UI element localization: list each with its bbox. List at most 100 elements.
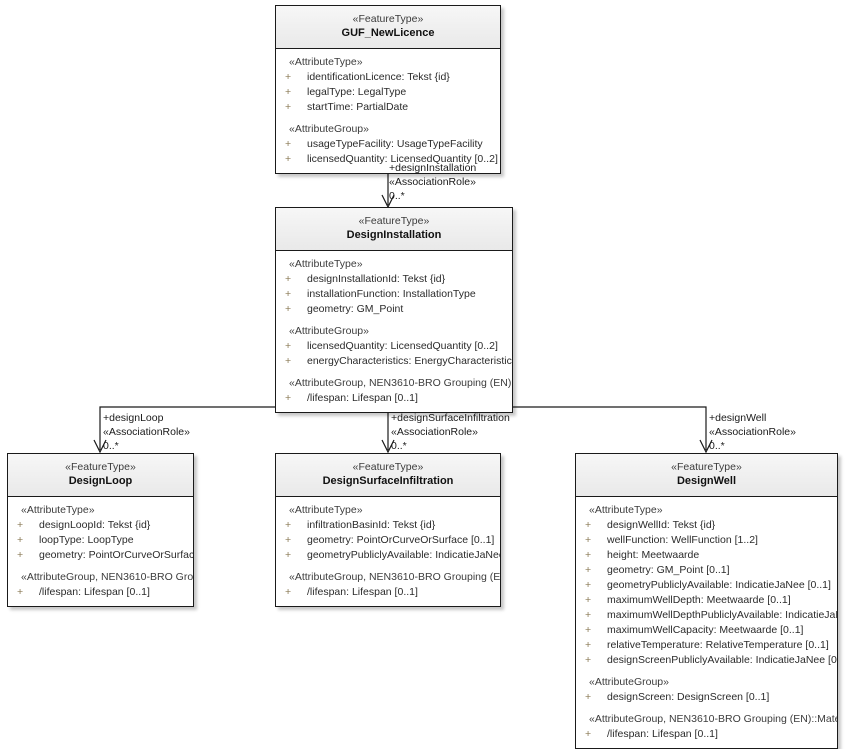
attribute-label: geometry: GM_Point [0..1] (607, 564, 730, 576)
visibility-marker: + (17, 534, 24, 546)
attribute-label: licensedQuantity: LicensedQuantity [0..2… (307, 340, 498, 352)
attribute-row[interactable]: + /lifespan: Lifespan [0..1] (276, 391, 512, 406)
visibility-marker: + (585, 624, 592, 636)
visibility-marker: + (585, 728, 592, 740)
attribute-group-heading: «AttributeGroup» (289, 123, 369, 135)
class-box-design-installation[interactable]: «FeatureType» DesignInstallation «Attrib… (275, 207, 513, 413)
attribute-row[interactable]: + geometry: PointOrCurveOrSurface [0..1] (276, 533, 500, 548)
visibility-marker: + (285, 288, 292, 300)
connector-multiplicity-label: 0..* (103, 440, 119, 452)
visibility-marker: + (285, 586, 292, 598)
attribute-row[interactable]: + height: Meetwaarde (576, 548, 837, 563)
class-stereotype: «FeatureType» (352, 13, 424, 25)
attribute-label: loopType: LoopType (39, 534, 134, 546)
attribute-row[interactable]: + /lifespan: Lifespan [0..1] (276, 585, 500, 600)
attribute-label: maximumWellDepthPubliclyAvailable: Indic… (607, 609, 837, 621)
attribute-row[interactable]: + /lifespan: Lifespan [0..1] (576, 727, 837, 742)
visibility-marker: + (285, 273, 292, 285)
attribute-label: /lifespan: Lifespan [0..1] (39, 586, 150, 598)
attribute-row[interactable]: + maximumWellCapacity: Meetwaarde [0..1] (576, 623, 837, 638)
visibility-marker: + (285, 86, 292, 98)
attribute-label: maximumWellCapacity: Meetwaarde [0..1] (607, 624, 804, 636)
class-header-design-installation: «FeatureType» DesignInstallation (276, 208, 512, 251)
attribute-row[interactable]: + startTime: PartialDate (276, 100, 500, 115)
attribute-label: /lifespan: Lifespan [0..1] (307, 392, 418, 404)
class-stereotype: «FeatureType» (352, 461, 424, 473)
attribute-row[interactable]: + identificationLicence: Tekst {id} (276, 70, 500, 85)
attribute-group-heading: «AttributeType» (289, 258, 363, 270)
attribute-row[interactable]: + energyCharacteristics: EnergyCharacter… (276, 354, 512, 369)
attribute-row[interactable]: + infiltrationBasinId: Tekst {id} (276, 518, 500, 533)
class-box-design-loop[interactable]: «FeatureType» DesignLoop «AttributeType»… (7, 453, 194, 607)
attribute-row[interactable]: + loopType: LoopType (8, 533, 193, 548)
class-header-design-well: «FeatureType» DesignWell (576, 454, 837, 497)
connector-role-label: +designInstallation (389, 162, 477, 174)
visibility-marker: + (585, 534, 592, 546)
attribute-row[interactable]: + designScreenPubliclyAvailable: Indicat… (576, 653, 837, 668)
attribute-row[interactable]: + installationFunction: InstallationType (276, 287, 512, 302)
attribute-group-heading: «AttributeType» (21, 504, 95, 516)
attribute-group-heading: «AttributeGroup» (289, 325, 369, 337)
class-name: DesignWell (676, 475, 737, 487)
attribute-label: geometryPubliclyAvailable: IndicatieJaNe… (607, 579, 831, 591)
visibility-marker: + (585, 654, 592, 666)
class-box-guf-newlicence[interactable]: «FeatureType» GUF_NewLicence «AttributeT… (275, 5, 501, 174)
visibility-marker: + (285, 355, 292, 367)
attribute-row[interactable]: + usageTypeFacility: UsageTypeFacility (276, 137, 500, 152)
attribute-row[interactable]: + designLoopId: Tekst {id} (8, 518, 193, 533)
attribute-label: height: Meetwaarde (607, 549, 700, 561)
class-name: DesignInstallation (346, 229, 442, 241)
attribute-row[interactable]: + designInstallationId: Tekst {id} (276, 272, 512, 287)
visibility-marker: + (285, 392, 292, 404)
connector-role-label: +designWell (709, 412, 767, 424)
class-body-design-well: «AttributeType» + designWellId: Tekst {i… (576, 497, 837, 748)
class-header-design-surface-infiltration: «FeatureType» DesignSurfaceInfiltration (276, 454, 500, 497)
attribute-label: maximumWellDepth: Meetwaarde [0..1] (607, 594, 791, 606)
attribute-label: wellFunction: WellFunction [1..2] (607, 534, 758, 546)
attribute-row[interactable]: + geometry: GM_Point [0..1] (576, 563, 837, 578)
attribute-row[interactable]: + geometry: PointOrCurveOrSurface [0..1] (8, 548, 193, 563)
attribute-label: designScreenPubliclyAvailable: Indicatie… (607, 654, 837, 666)
visibility-marker: + (285, 101, 292, 113)
visibility-marker: + (585, 519, 592, 531)
visibility-marker: + (585, 639, 592, 651)
class-stereotype: «FeatureType» (65, 461, 136, 473)
class-name: GUF_NewLicence (341, 27, 435, 39)
attribute-row[interactable]: + designWellId: Tekst {id} (576, 518, 837, 533)
attribute-row[interactable]: + geometry: GM_Point (276, 302, 512, 317)
attribute-row[interactable]: + designScreen: DesignScreen [0..1] (576, 690, 837, 705)
connector-stereotype-label: «AssociationRole» (391, 426, 478, 438)
attribute-row[interactable]: + relativeTemperature: RelativeTemperatu… (576, 638, 837, 653)
attribute-row[interactable]: + licensedQuantity: LicensedQuantity [0.… (276, 339, 512, 354)
attribute-row[interactable]: + legalType: LegalType (276, 85, 500, 100)
visibility-marker: + (17, 549, 24, 561)
visibility-marker: + (285, 340, 292, 352)
attribute-group-heading: «AttributeGroup, NEN3610-BRO Grouping (E… (589, 713, 837, 725)
attribute-row[interactable]: + maximumWellDepthPubliclyAvailable: Ind… (576, 608, 837, 623)
class-box-design-surface-infiltration[interactable]: «FeatureType» DesignSurfaceInfiltration … (275, 453, 501, 607)
attribute-row[interactable]: + licensedQuantity: LicensedQuantity [0.… (276, 152, 500, 167)
attribute-row[interactable]: + geometryPubliclyAvailable: IndicatieJa… (276, 548, 500, 563)
attribute-group-heading: «AttributeGroup, NEN3610-BRO Grouping (E… (289, 377, 512, 389)
attribute-label: licensedQuantity: LicensedQuantity [0..2… (307, 153, 498, 165)
visibility-marker: + (285, 549, 292, 561)
attribute-row[interactable]: + maximumWellDepth: Meetwaarde [0..1] (576, 593, 837, 608)
attribute-label: startTime: PartialDate (307, 101, 409, 113)
visibility-marker: + (17, 519, 24, 531)
attribute-row[interactable]: + wellFunction: WellFunction [1..2] (576, 533, 837, 548)
attribute-label: installationFunction: InstallationType (307, 288, 476, 300)
attribute-row[interactable]: + /lifespan: Lifespan [0..1] (8, 585, 193, 600)
attribute-row[interactable]: + geometryPubliclyAvailable: IndicatieJa… (576, 578, 837, 593)
connector-role-label: +designSurfaceInfiltration (391, 412, 510, 424)
class-header-guf-newlicence: «FeatureType» GUF_NewLicence (276, 6, 500, 49)
class-body-design-installation: «AttributeType» + designInstallationId: … (276, 251, 512, 412)
attribute-label: designWellId: Tekst {id} (607, 519, 716, 531)
visibility-marker: + (285, 519, 292, 531)
attribute-label: infiltrationBasinId: Tekst {id} (307, 519, 436, 531)
class-body-design-surface-infiltration: «AttributeType» + infiltrationBasinId: T… (276, 497, 500, 606)
attribute-label: geometryPubliclyAvailable: IndicatieJaNe… (307, 549, 500, 561)
visibility-marker: + (285, 71, 292, 83)
connector-stereotype-label: «AssociationRole» (709, 426, 796, 438)
attribute-label: /lifespan: Lifespan [0..1] (307, 586, 418, 598)
class-box-design-well[interactable]: «FeatureType» DesignWell «AttributeType»… (575, 453, 838, 749)
